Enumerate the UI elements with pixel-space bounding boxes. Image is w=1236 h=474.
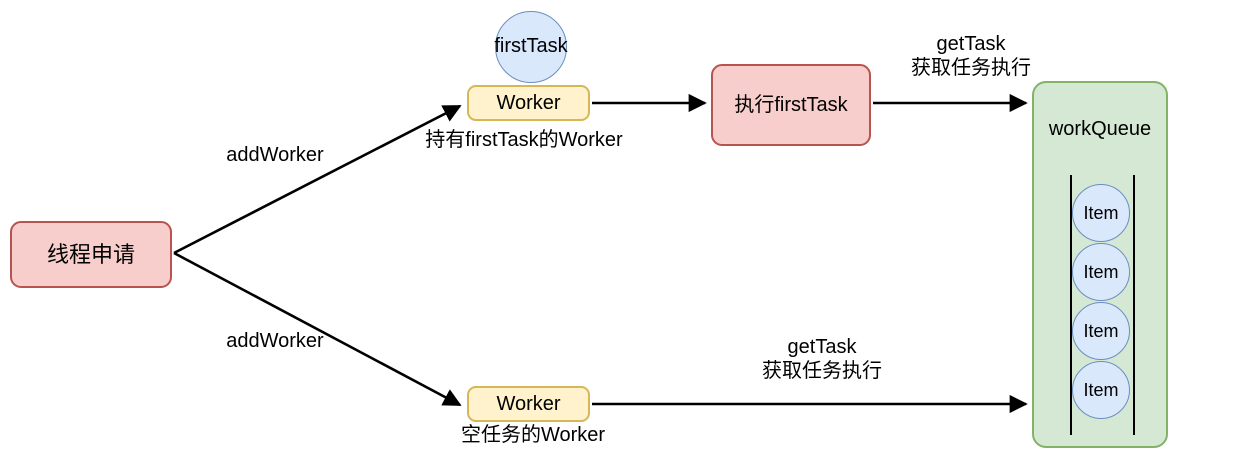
thread-request-node[interactable]: 线程申请 — [10, 221, 172, 288]
queue-item[interactable]: Item — [1072, 361, 1130, 419]
queue-item[interactable]: Item — [1072, 184, 1130, 242]
edge-label-addworker-top: addWorker — [226, 144, 324, 166]
edge-label-gettask-bottom: getTask 获取任务执行 — [762, 336, 882, 382]
worker-node-top[interactable]: Worker — [467, 85, 590, 121]
execute-first-task-node[interactable]: 执行firstTask — [711, 64, 871, 146]
edge-label-holder-worker: 持有firstTask的Worker — [425, 129, 623, 151]
first-task-label: firstTask — [494, 35, 568, 57]
queue-rail-left — [1070, 175, 1072, 435]
edge-label-gettask-top: getTask 获取任务执行 — [911, 33, 1031, 79]
edge-addworker-bottom — [173, 251, 462, 407]
queue-item[interactable]: Item — [1072, 243, 1130, 301]
worker-node-bottom[interactable]: Worker — [467, 386, 590, 422]
edge-label-addworker-bottom: addWorker — [226, 330, 324, 352]
first-task-circle — [495, 11, 567, 83]
queue-rail-right — [1133, 175, 1135, 435]
edge-label-empty-worker: 空任务的Worker — [460, 424, 606, 446]
queue-item[interactable]: Item — [1072, 302, 1130, 360]
work-queue-label: workQueue — [1048, 118, 1152, 140]
